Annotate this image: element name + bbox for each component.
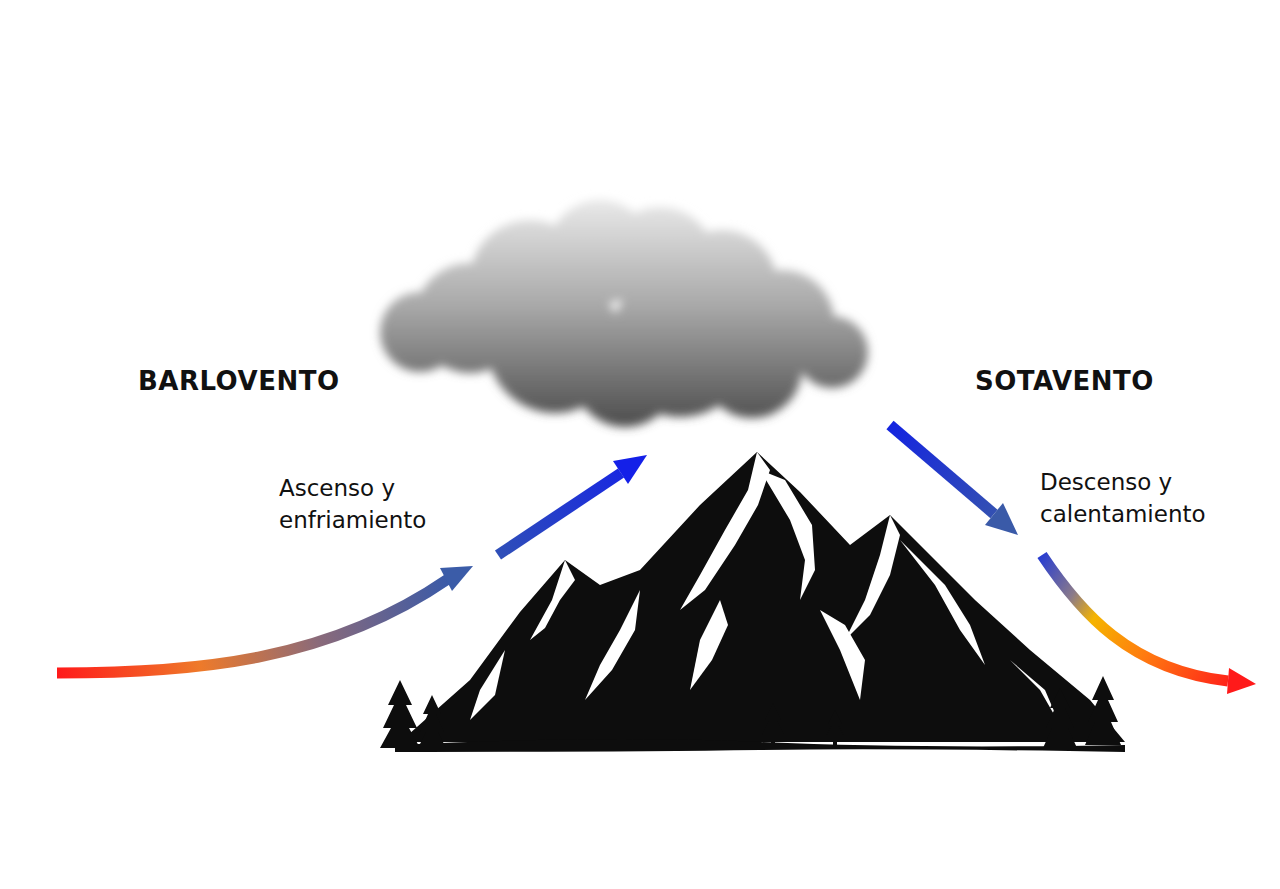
air-flow (57, 425, 1256, 694)
snow-patch (820, 610, 865, 700)
snow-patch (845, 515, 900, 640)
snow-patch (680, 452, 770, 610)
cloud-puff (573, 323, 677, 427)
snow-patch (585, 590, 640, 700)
descending-air-shaft (890, 425, 994, 514)
cloud-puff (796, 316, 868, 388)
arrow-head (440, 566, 473, 591)
mountain-range (395, 452, 1125, 752)
pine-tree (380, 680, 420, 748)
region-heading: SOTAVENTO (975, 364, 1154, 398)
snow-patch (760, 470, 815, 600)
snow-patch (690, 600, 728, 690)
arrow-head (985, 503, 1018, 535)
ground-line (395, 739, 1125, 752)
warm-air-shaft (57, 579, 448, 673)
cloud (380, 200, 868, 427)
process-note: Descenso y calentamiento (1040, 466, 1240, 530)
pine-tree (1085, 676, 1121, 745)
pine-tree (418, 695, 446, 748)
warm-wind-shaft (1042, 555, 1228, 681)
mountain-silhouette (400, 452, 1125, 742)
arrow-head (1227, 668, 1256, 694)
process-note: Ascenso y enfriamiento (279, 472, 479, 536)
arrow-head (613, 455, 647, 484)
region-heading: BARLOVENTO (138, 364, 340, 398)
snow-patch (530, 560, 575, 640)
pine-tree (826, 710, 844, 748)
trees (380, 676, 1121, 748)
cloud-puff (702, 318, 802, 418)
pine-tree (1043, 688, 1077, 748)
pine-tree (762, 703, 784, 747)
snow-patch (470, 650, 505, 720)
rising-air-shaft (498, 473, 621, 555)
snow-patch (900, 540, 985, 665)
